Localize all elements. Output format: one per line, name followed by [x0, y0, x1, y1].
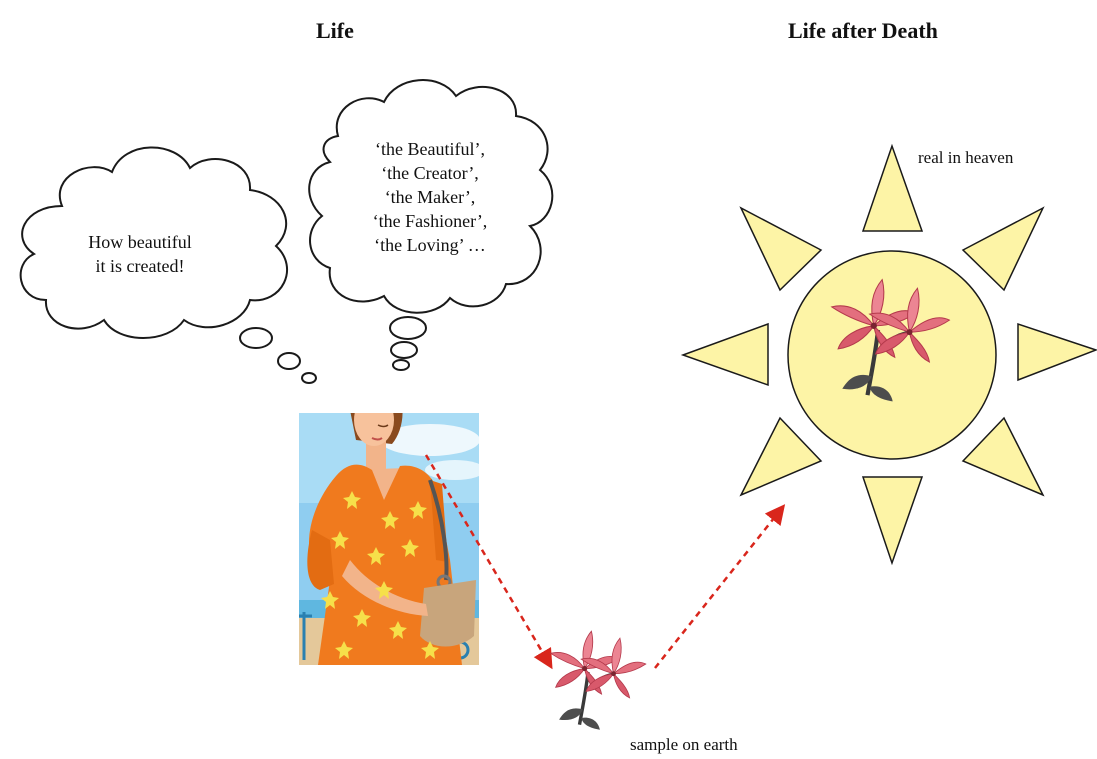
heading-life-after-death: Life after Death — [788, 18, 938, 44]
label-real-in-heaven: real in heaven — [918, 148, 1013, 168]
thought-text-right: ‘the Beautiful’, ‘the Creator’, ‘the Mak… — [340, 137, 520, 257]
thought-line: ‘the Maker’, — [340, 185, 520, 209]
arrow-flower-to-sun — [655, 508, 782, 668]
thought-line: ‘the Fashioner’, — [340, 209, 520, 233]
thought-line: ‘the Loving’ … — [340, 233, 520, 257]
earth-flower-icon — [551, 631, 646, 730]
thought-line: ‘the Beautiful’, — [340, 137, 520, 161]
thought-line: How beautiful — [56, 230, 224, 254]
label-sample-on-earth: sample on earth — [630, 735, 738, 755]
heading-life: Life — [316, 18, 354, 44]
thought-text-left: How beautiful it is created! — [56, 230, 224, 278]
woman-illustration — [296, 370, 485, 665]
thought-line: ‘the Creator’, — [340, 161, 520, 185]
thought-line: it is created! — [56, 254, 224, 278]
